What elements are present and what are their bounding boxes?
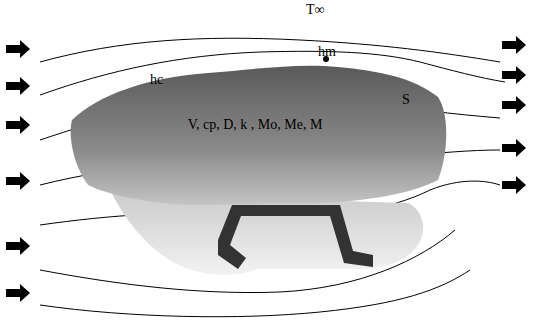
coefficient-label: hc [150, 72, 163, 87]
flow-arrows [6, 36, 526, 302]
body-outline [68, 55, 452, 280]
temperature-label: T∞ [306, 2, 325, 17]
body-shape: V, cp, D, k , Mo, Me, M [68, 55, 452, 280]
streamlines [40, 38, 505, 317]
surface-label: S [402, 92, 410, 107]
property-list: V, cp, D, k , Mo, Me, M [188, 117, 323, 132]
coefficient-label: hm [318, 44, 336, 59]
